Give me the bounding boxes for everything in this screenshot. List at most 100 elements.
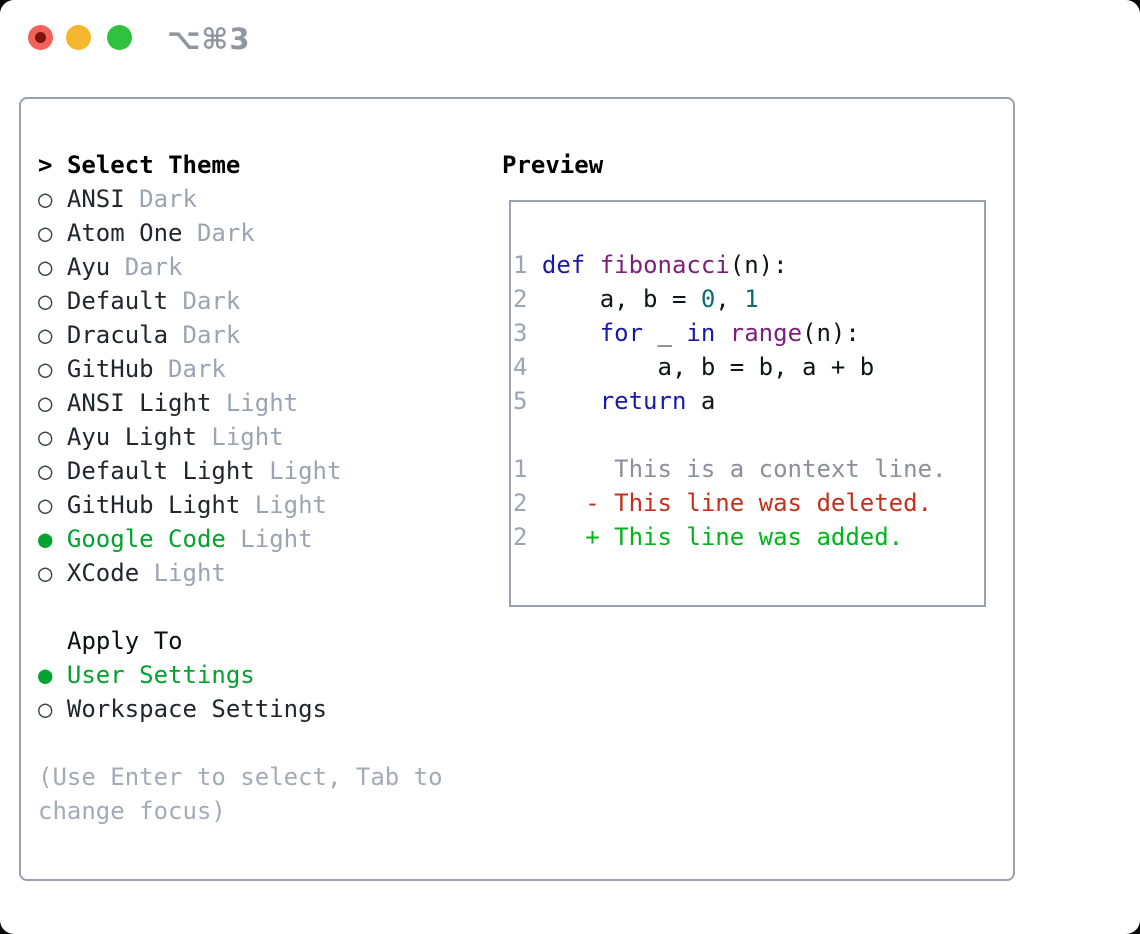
code-token-num: 1	[744, 285, 759, 313]
code-token-del: - This line was deleted.	[585, 489, 933, 517]
code-token-pln	[527, 319, 599, 347]
code-token-fn: fibonacci	[599, 251, 730, 279]
preview-line	[513, 418, 984, 452]
radio-icon: ○	[38, 321, 67, 349]
variant-tag: Dark	[182, 219, 255, 247]
window-shortcut-label: ⌥⌘3	[167, 22, 251, 56]
radio-icon: ○	[38, 695, 67, 723]
variant-tag: Light	[254, 457, 342, 485]
theme-option-label: XCode	[66, 559, 140, 587]
theme-list: ○ ANSI Dark○ Atom One Dark○ Ayu Dark○ De…	[38, 182, 483, 590]
code-token-pln: a, b = b, a + b	[527, 353, 875, 381]
theme-option-label: Dracula	[66, 321, 169, 349]
theme-option-ayu[interactable]: ○ Ayu Dark	[38, 250, 483, 284]
theme-list-column: >Select Theme ○ ANSI Dark○ Atom One Dark…	[38, 148, 483, 828]
theme-option-label: Default	[66, 287, 169, 315]
code-token-pln: _	[643, 319, 687, 347]
preview-line: 2 + This line was added.	[513, 520, 984, 554]
theme-option-label: Ayu	[66, 253, 111, 281]
radio-icon: ○	[38, 491, 67, 519]
cursor-icon: >	[38, 151, 53, 179]
variant-tag: Light	[240, 491, 327, 519]
theme-option-label: ANSI Light	[66, 389, 212, 417]
variant-tag: Dark	[168, 321, 241, 349]
theme-option-github[interactable]: ○ GitHub Dark	[38, 352, 483, 386]
close-button-dot-icon	[35, 32, 46, 43]
theme-option-xcode[interactable]: ○ XCode Light	[38, 556, 483, 590]
theme-option-atom-one[interactable]: ○ Atom One Dark	[38, 216, 483, 250]
code-token-lno: 5	[513, 387, 528, 415]
theme-option-dracula[interactable]: ○ Dracula Dark	[38, 318, 483, 352]
code-token-lno: 1	[513, 251, 528, 279]
code-token-pln	[527, 387, 599, 415]
variant-tag: Light	[225, 525, 313, 553]
variant-tag: Dark	[124, 185, 197, 213]
code-token-pln	[527, 523, 585, 551]
code-token-pln	[527, 251, 541, 279]
variant-tag: Dark	[168, 287, 241, 315]
theme-option-default-light[interactable]: ○ Default Light Light	[38, 454, 483, 488]
apply-to-header: Apply To	[67, 627, 183, 655]
radio-icon: ○	[38, 219, 67, 247]
theme-option-ansi-light[interactable]: ○ ANSI Light Light	[38, 386, 483, 420]
apply-option-workspace-settings[interactable]: ○ Workspace Settings	[38, 692, 483, 726]
theme-option-label: ANSI	[66, 185, 125, 213]
code-token-pln	[527, 489, 585, 517]
preview-line: 4 a, b = b, a + b	[513, 350, 984, 384]
code-token-pln: a, b =	[527, 285, 701, 313]
preview-header: Preview	[502, 151, 604, 179]
theme-option-ayu-light[interactable]: ○ Ayu Light Light	[38, 420, 483, 454]
close-button-icon[interactable]	[28, 25, 53, 50]
code-token-pln: (n):	[729, 251, 788, 279]
apply-option-user-settings[interactable]: ● User Settings	[38, 658, 483, 692]
radio-icon: ○	[38, 355, 67, 383]
theme-option-default[interactable]: ○ Default Dark	[38, 284, 483, 318]
spacer	[38, 590, 483, 624]
code-token-kw: for	[599, 319, 644, 347]
variant-tag: Light	[139, 559, 226, 587]
radio-icon: ○	[38, 559, 67, 587]
preview-line: 2 a, b = 0, 1	[513, 282, 984, 316]
theme-option-label: GitHub	[66, 355, 154, 383]
radio-icon: ○	[38, 185, 67, 213]
theme-option-label: Atom One	[66, 219, 183, 247]
code-token-kw: in	[686, 319, 716, 347]
variant-tag: Dark	[153, 355, 226, 383]
theme-option-label: Default Light	[66, 457, 255, 485]
code-token-ctx: This is a context line.	[527, 455, 947, 483]
code-token-lno: 2	[513, 285, 528, 313]
variant-tag: Light	[211, 389, 299, 417]
code-token-pln: (n):	[802, 319, 860, 347]
radio-icon: ○	[38, 253, 67, 281]
radio-selected-icon: ●	[38, 661, 67, 689]
code-token-add: + This line was added.	[585, 523, 904, 551]
radio-icon: ○	[38, 423, 67, 451]
theme-option-github-light[interactable]: ○ GitHub Light Light	[38, 488, 483, 522]
select-theme-header: >Select Theme	[38, 148, 483, 182]
radio-icon: ○	[38, 287, 67, 315]
theme-option-ansi[interactable]: ○ ANSI Dark	[38, 182, 483, 216]
code-token-pln	[585, 251, 599, 279]
code-token-kw: return	[599, 387, 687, 415]
preview-line: 2 - This line was deleted.	[513, 486, 984, 520]
theme-option-label: Ayu Light	[66, 423, 197, 451]
apply-option-label: User Settings	[66, 661, 255, 689]
minimize-button-icon[interactable]	[66, 25, 91, 50]
apply-to-list: ● User Settings○ Workspace Settings	[38, 658, 483, 726]
keyboard-hint: (Use Enter to select, Tab to change focu…	[38, 763, 443, 825]
zoom-button-icon[interactable]	[107, 25, 132, 50]
code-token-lno: 2	[513, 523, 528, 551]
preview-line: 5 return a	[513, 384, 984, 418]
theme-option-label: Google Code	[66, 525, 226, 553]
theme-option-google-code[interactable]: ● Google Code Light	[38, 522, 483, 556]
apply-option-label: Workspace Settings	[66, 695, 327, 723]
code-token-fn: range	[729, 319, 803, 347]
code-token-lno: 4	[513, 353, 528, 381]
radio-icon: ○	[38, 389, 67, 417]
code-token-lno: 1	[513, 455, 528, 483]
code-token-pln: a	[686, 387, 716, 415]
theme-picker-panel: >Select Theme ○ ANSI Dark○ Atom One Dark…	[19, 97, 1015, 881]
variant-tag: Light	[196, 423, 284, 451]
